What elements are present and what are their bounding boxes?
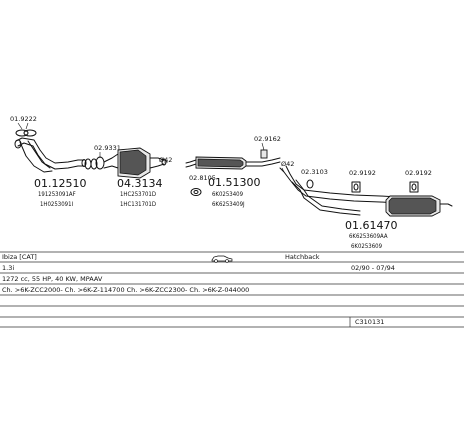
gasket-mid-drawing[interactable] bbox=[190, 188, 202, 196]
vehicle-model: Ibiza [CAT] bbox=[2, 253, 37, 261]
catalogue-number: C310131 bbox=[355, 318, 384, 326]
vehicle-period: 02/90 - 07/94 bbox=[351, 264, 395, 272]
vehicle-info-table: Ibiza [CAT] Hatchback 1.3i 02/90 - 07/94… bbox=[0, 251, 464, 328]
rear-pipe-drawing[interactable] bbox=[279, 165, 399, 216]
vehicle-chassis: Ch. >6K-ZCC2000- Ch. >6K-Z-114700 Ch. >6… bbox=[2, 286, 249, 294]
front-pipe-code[interactable]: 01.12510 bbox=[34, 177, 87, 190]
catalyst-ref-2: 1HC131701D bbox=[120, 201, 156, 208]
rear-silencer-ref-2: 6K0253609 bbox=[351, 243, 383, 250]
vehicle-engine-detail: 1272 cc, 55 HP, 40 KW, MPAAV bbox=[2, 275, 103, 283]
hanger-4-drawing[interactable] bbox=[409, 181, 419, 193]
gasket-front-code[interactable]: 01.9222 bbox=[10, 115, 37, 123]
rear-silencer-code[interactable]: 01.61470 bbox=[345, 219, 398, 232]
vehicle-body: Hatchback bbox=[285, 253, 320, 261]
gasket-cat-drawing[interactable] bbox=[84, 152, 105, 170]
hanger-3-code[interactable]: 02.9192 bbox=[349, 169, 376, 177]
front-pipe-drawing[interactable] bbox=[14, 137, 87, 173]
car-side-icon bbox=[211, 255, 233, 263]
rear-silencer-ref-1: 6K6253609AA bbox=[349, 233, 388, 240]
catalyst-code[interactable]: 04.3134 bbox=[117, 177, 163, 190]
hanger-3-drawing[interactable] bbox=[351, 181, 361, 193]
middle-silencer-ref-1: 6K0253409 bbox=[212, 191, 244, 198]
catalyst-ref-1: 1HC253701D bbox=[120, 191, 156, 198]
hanger-1-code[interactable]: 02.9162 bbox=[254, 135, 281, 143]
middle-silencer-code[interactable]: 01.51300 bbox=[208, 176, 261, 189]
clamp-42b-label: Ø42 bbox=[281, 160, 294, 168]
hanger-2-drawing[interactable] bbox=[306, 179, 314, 189]
front-pipe-ref-2: 1H0253091I bbox=[40, 201, 74, 208]
vehicle-engine: 1.3i bbox=[2, 264, 14, 272]
gasket-mid-code[interactable]: 02.8105 bbox=[189, 174, 216, 182]
catalyst-drawing[interactable] bbox=[103, 147, 167, 179]
front-pipe-ref-1: 191253091AF bbox=[38, 191, 76, 198]
rear-silencer-drawing[interactable] bbox=[385, 195, 453, 217]
hanger-4-code[interactable]: 02.9192 bbox=[405, 169, 432, 177]
gasket-cat-code[interactable]: 02.9331 bbox=[94, 144, 121, 152]
middle-silencer-drawing[interactable] bbox=[185, 156, 281, 170]
middle-silencer-ref-2: 6K6253409J bbox=[212, 201, 245, 208]
hanger-1-drawing[interactable] bbox=[260, 142, 268, 159]
gasket-front-drawing[interactable] bbox=[15, 122, 37, 137]
hanger-2-code[interactable]: 02.3103 bbox=[301, 168, 328, 176]
